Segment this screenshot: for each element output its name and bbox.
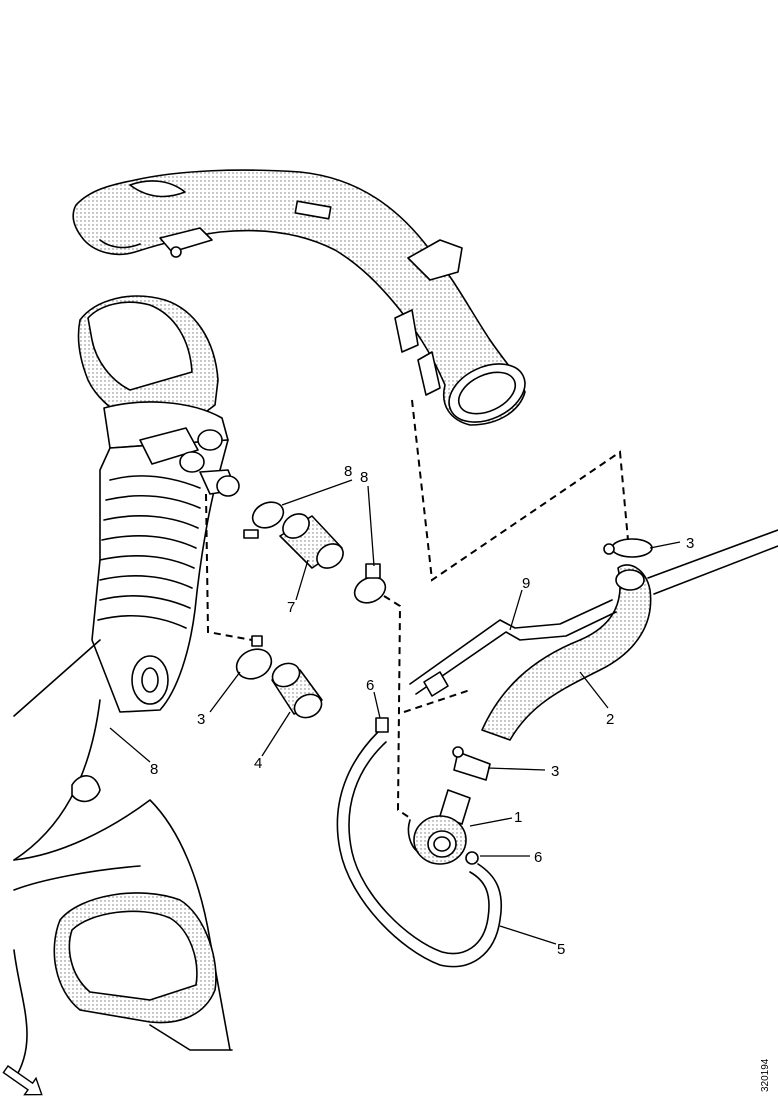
clamp-part-3-right-upper <box>603 538 653 558</box>
callout-9: 9 <box>522 575 530 592</box>
upper-intake-duct <box>72 169 526 426</box>
callout-4: 4 <box>254 755 262 772</box>
callout-8-upper: 8 <box>344 463 352 480</box>
hose-sleeve-part-7 <box>279 513 344 569</box>
nipple-part-6-lower <box>465 851 479 865</box>
dashed-routing-lines <box>205 399 629 819</box>
callout-8-housing: 8 <box>150 761 158 778</box>
nipple-part-6-upper <box>375 717 389 733</box>
callout-8-lower: 8 <box>360 469 368 486</box>
front-direction-arrow-icon <box>2 1065 43 1096</box>
clamp-part-8-upper <box>243 501 285 539</box>
callout-1: 1 <box>514 809 522 826</box>
clamp-part-3-right-lower <box>452 746 491 781</box>
callout-6-upper: 6 <box>366 677 374 694</box>
clamp-part-8-lower <box>353 563 387 604</box>
hose-part-5 <box>336 731 502 968</box>
callout-3-right-lower: 3 <box>551 763 559 780</box>
callout-3-left: 3 <box>197 711 205 728</box>
valve-pipe-part-2 <box>481 529 778 741</box>
valve-part-1 <box>407 789 471 865</box>
callout-7: 7 <box>287 599 295 616</box>
callouts: 8 8 7 3 4 8 6 9 3 2 3 1 6 5 <box>150 463 694 958</box>
housing-nipples <box>139 427 240 497</box>
hose-sleeve-part-4 <box>271 662 323 719</box>
callout-6-lower: 6 <box>534 849 542 866</box>
clamp-part-3-left <box>235 635 273 680</box>
leader-lines <box>109 479 681 945</box>
callout-5: 5 <box>557 941 565 958</box>
tube-part-9 <box>409 599 617 697</box>
air-filter-housing <box>13 295 231 1051</box>
lower-housing <box>13 892 233 1081</box>
reference-code: 320194 <box>760 1058 771 1092</box>
callout-3-right-upper: 3 <box>686 535 694 552</box>
callout-2: 2 <box>606 711 614 728</box>
